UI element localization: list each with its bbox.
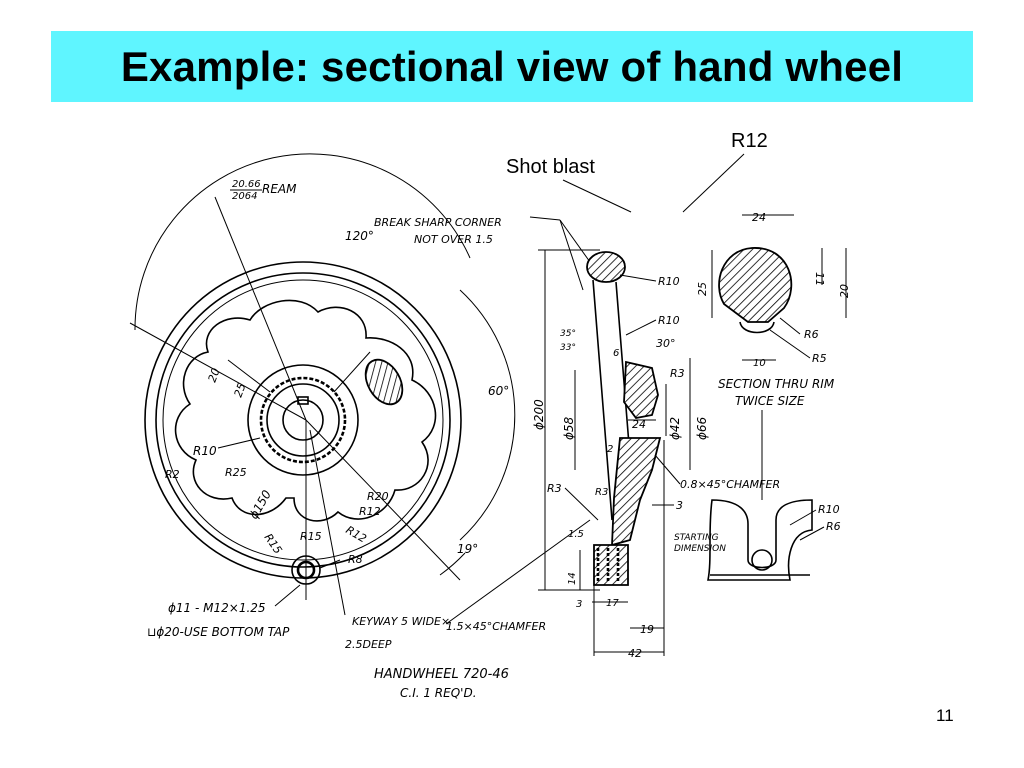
section-dim-3: 3 bbox=[676, 499, 683, 512]
title-block: HANDWHEEL 720-46 C.I. 1 REQ'D. bbox=[374, 667, 509, 700]
section-dim-2: 2 bbox=[607, 444, 613, 455]
front-view: 20.66 2064 REAM 120° 60° 19° 20 25 R10 R… bbox=[129, 153, 591, 651]
bottom-tap-label: ⊔ϕ20-USE BOTTOM TAP bbox=[147, 625, 290, 639]
section-dim-15: 1.5 bbox=[568, 529, 584, 540]
section-dim-14: 14 bbox=[567, 572, 578, 585]
rim-r5: R5 bbox=[812, 352, 827, 365]
angle-35: 35° bbox=[560, 329, 576, 339]
shot-blast-callout: Shot blast bbox=[506, 156, 595, 178]
centerline-a bbox=[129, 322, 307, 421]
front-chamfer-label: 1.5×45°CHAMFER bbox=[446, 620, 546, 633]
ream-dim-bottom: 2064 bbox=[232, 191, 257, 202]
page-number: 11 bbox=[936, 706, 954, 725]
rim-dim-11: 11 bbox=[813, 272, 826, 286]
title-block-line2: C.I. 1 REQ'D. bbox=[400, 686, 477, 700]
shot-blast-leader bbox=[562, 179, 632, 213]
section-dim-6: 6 bbox=[613, 348, 619, 359]
tap-hole-label: ϕ11 - M12×1.25 bbox=[168, 601, 266, 615]
dim-25: 25 bbox=[232, 381, 249, 399]
detail-r6: R6 bbox=[826, 520, 841, 533]
break-corner-line1: BREAK SHARP CORNER bbox=[374, 216, 502, 229]
rim-dim-20: 20 bbox=[838, 284, 851, 298]
dia200-label: ϕ200 bbox=[532, 399, 546, 430]
bore-circle bbox=[282, 399, 324, 441]
front-r15b: R15 bbox=[300, 530, 322, 543]
section-dim-24: 24 bbox=[632, 418, 646, 431]
angle-30: 30° bbox=[656, 337, 676, 350]
front-r2: R2 bbox=[165, 468, 180, 481]
ream-dim-top: 20.66 bbox=[232, 179, 261, 190]
angle-arc-120 bbox=[134, 153, 471, 331]
dia58-label: ϕ58 bbox=[562, 416, 576, 440]
slide-title: Example: sectional view of hand wheel bbox=[120, 42, 904, 90]
front-r20: R20 bbox=[367, 490, 389, 503]
angle-19: 19° bbox=[457, 542, 478, 556]
ream-label: REAM bbox=[262, 182, 297, 196]
spoke-web-outline bbox=[174, 299, 437, 522]
rim-r6: R6 bbox=[804, 328, 819, 341]
rim-section-view: 24 25 11 20 R6 R5 10 SECTION THRU RIM TW… bbox=[696, 211, 851, 408]
dia66-label: ϕ66 bbox=[695, 416, 709, 440]
hub-upper-section bbox=[623, 360, 659, 419]
detail-view: R10 R6 bbox=[707, 410, 841, 581]
centerline-b bbox=[305, 419, 461, 581]
angle-33: 33° bbox=[560, 343, 576, 353]
chamfer-08-label: 0.8×45°CHAMFER bbox=[680, 478, 780, 491]
section-dim-17: 17 bbox=[606, 598, 619, 609]
front-dia150: ϕ150 bbox=[246, 487, 274, 521]
keyway-label: KEYWAY 5 WIDE× bbox=[352, 615, 450, 628]
rim-top-section bbox=[586, 251, 626, 283]
rim-dim-24: 24 bbox=[752, 211, 766, 224]
dia42-label: ϕ42 bbox=[668, 417, 682, 440]
front-r15a: R15 bbox=[262, 531, 285, 556]
section-r10-top: R10 bbox=[658, 275, 680, 288]
rim-section-shape bbox=[718, 247, 793, 323]
title-block-line1: HANDWHEEL 720-46 bbox=[374, 667, 509, 682]
starting-dimension-line1: STARTING bbox=[674, 533, 719, 543]
rim-dim-10: 10 bbox=[753, 358, 766, 369]
angle-120: 120° bbox=[345, 229, 374, 243]
hub-outer bbox=[247, 364, 359, 476]
front-r25: R25 bbox=[225, 466, 247, 479]
rim-caption-line1: SECTION THRU RIM bbox=[718, 377, 835, 391]
rim-dim-25: 25 bbox=[696, 282, 709, 296]
rim-caption-line2: TWICE SIZE bbox=[735, 394, 805, 408]
rim-inner-circle bbox=[155, 272, 451, 568]
break-corner-line2: NOT OVER 1.5 bbox=[414, 233, 493, 246]
starting-dimension-line2: DIMENSION bbox=[674, 544, 726, 554]
detail-outline bbox=[707, 499, 813, 581]
dim-20: 20 bbox=[206, 366, 223, 384]
section-r10-mid: R10 bbox=[658, 314, 680, 327]
section-r3-top: R3 bbox=[670, 367, 685, 380]
section-dim-3b: 3 bbox=[576, 599, 582, 610]
front-r8: R8 bbox=[348, 553, 363, 566]
section-dim-42: 42 bbox=[628, 647, 642, 660]
slide-title-bar: Example: sectional view of hand wheel bbox=[51, 31, 973, 102]
spoke-section bbox=[364, 358, 404, 406]
section-view: BREAK SHARP CORNER NOT OVER 1.5 ϕ200 ϕ58… bbox=[374, 216, 780, 660]
detail-r10: R10 bbox=[818, 503, 840, 516]
hub-lower-section bbox=[611, 437, 662, 547]
r12-callout: R12 bbox=[731, 130, 768, 152]
keyway-depth-label: 2.5DEEP bbox=[345, 638, 392, 651]
r12-leader bbox=[682, 153, 745, 213]
section-r3-left: R3 bbox=[547, 482, 562, 495]
section-r3-inner: R3 bbox=[595, 487, 608, 498]
front-r10: R10 bbox=[193, 444, 217, 458]
front-r12b: R12 bbox=[344, 523, 369, 545]
hub-thread bbox=[259, 376, 347, 464]
angle-arc-60 bbox=[459, 289, 516, 541]
angle-60: 60° bbox=[488, 384, 509, 398]
front-r12: R12 bbox=[359, 505, 381, 518]
section-dim-19: 19 bbox=[640, 623, 654, 636]
